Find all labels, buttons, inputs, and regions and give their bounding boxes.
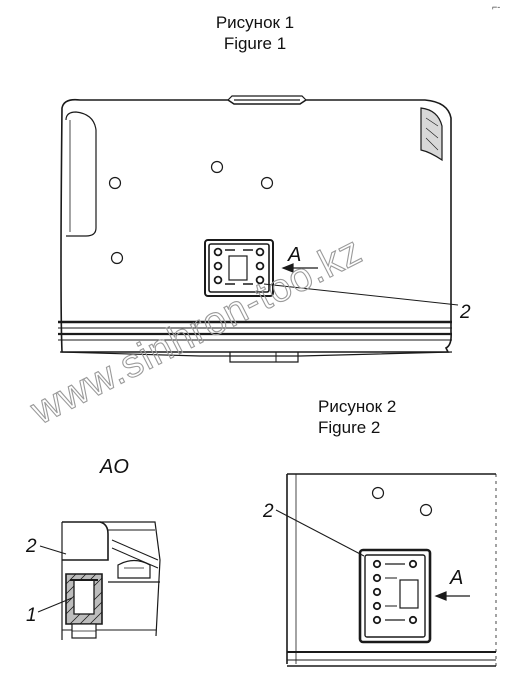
figure-2-caption-en: Figure 2 xyxy=(318,418,381,437)
callout-2-fig2: 2 xyxy=(262,501,274,522)
watermark: www.sinhron-too.kz xyxy=(23,228,369,433)
figure-1-caption: Рисунок 1 Figure 1 xyxy=(195,12,315,54)
callout-2-fig1: 2 xyxy=(459,302,471,323)
terminal-block-figure-1 xyxy=(204,239,274,297)
figure-2-panel: A 2 xyxy=(262,473,497,667)
figure-1-caption-ru: Рисунок 1 xyxy=(215,13,295,32)
mounting-hole xyxy=(210,160,224,174)
callout-1-section: 1 xyxy=(26,605,37,626)
mounting-hole xyxy=(110,251,124,265)
section-view: AO 2 1 xyxy=(25,456,161,640)
mounting-hole xyxy=(108,176,122,190)
figure-1-caption-en: Figure 1 xyxy=(223,34,287,53)
terminal-block-figure-2 xyxy=(358,548,432,644)
figure-2-caption-ru: Рисунок 2 xyxy=(318,397,397,416)
corner-mark: ⌐- xyxy=(492,2,500,12)
view-arrow-label-fig2: A xyxy=(449,567,463,589)
view-arrow-label-fig1: A xyxy=(287,244,301,266)
mounting-hole xyxy=(371,486,385,500)
figure-2-caption: Рисунок 2 Figure 2 xyxy=(318,396,418,438)
mounting-hole xyxy=(260,176,274,190)
section-view-label: AO xyxy=(99,456,129,478)
figure-1-panel: A 2 xyxy=(58,95,471,363)
mounting-hole xyxy=(419,503,433,517)
callout-2-section: 2 xyxy=(25,536,37,557)
